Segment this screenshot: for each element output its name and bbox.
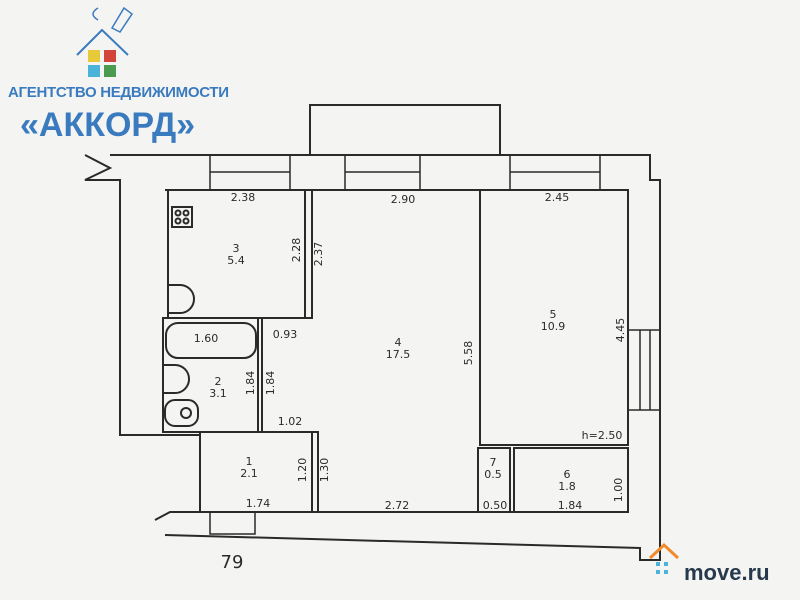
bottom-wall xyxy=(154,511,628,521)
room-4-walls xyxy=(261,190,319,512)
room-area: 2.1 xyxy=(240,467,258,480)
room-number: 2 xyxy=(215,375,222,388)
room-number: 5 xyxy=(550,308,557,321)
left-wall xyxy=(84,154,200,436)
dimension: 2.28 xyxy=(290,238,303,263)
room-2-bathroom xyxy=(162,317,259,433)
outer-wall xyxy=(110,154,661,561)
dimension: 1.20 xyxy=(296,458,309,483)
room-area: 1.8 xyxy=(558,480,576,493)
room-7-closet xyxy=(477,447,511,513)
bathtub-icon xyxy=(165,322,257,359)
room-number: 6 xyxy=(564,468,571,481)
dimension: 2.72 xyxy=(385,499,410,512)
agency-tagline: АГЕНТСТВО НЕДВИЖИМОСТИ xyxy=(8,84,229,101)
ceiling-height: h=2.50 xyxy=(582,429,623,442)
room-5 xyxy=(479,189,629,446)
room-1-hall xyxy=(199,431,313,513)
toilet-icon xyxy=(164,399,199,427)
room-number: 7 xyxy=(490,456,497,469)
dimension: 5.58 xyxy=(462,341,475,366)
washbasin-icon xyxy=(163,364,190,394)
agency-name: «АККОРД» xyxy=(20,106,196,144)
windows xyxy=(209,154,661,535)
room-area: 17.5 xyxy=(386,348,411,361)
move-ru-logo-icon xyxy=(648,542,680,574)
dimension: 2.45 xyxy=(545,191,570,204)
room-number: 4 xyxy=(395,336,402,349)
dimension: 1.02 xyxy=(278,415,303,428)
stove-icon xyxy=(171,206,193,228)
dimension: 2.90 xyxy=(391,193,416,206)
dimension: 2.38 xyxy=(231,191,256,204)
dimension: 1.30 xyxy=(318,458,331,483)
room-area: 0.5 xyxy=(484,468,502,481)
dimension: 1.84 xyxy=(244,371,257,396)
dimension: 0.50 xyxy=(483,499,508,512)
room-number: 3 xyxy=(233,242,240,255)
sink-icon xyxy=(168,284,195,314)
room-6-closet xyxy=(513,447,629,513)
dimension: 0.93 xyxy=(273,328,298,341)
move-ru-watermark: move.ru xyxy=(684,560,770,585)
dimension: 2.37 xyxy=(312,242,325,267)
dimension: 4.45 xyxy=(614,318,627,343)
dimension: 1.84 xyxy=(264,371,277,396)
house-logo-icon xyxy=(76,6,134,77)
dimension: 1.60 xyxy=(194,332,219,345)
dimension: 1.00 xyxy=(612,478,625,503)
apartment-number: 79 xyxy=(221,552,244,573)
balcony xyxy=(309,104,501,156)
room-3-kitchen xyxy=(167,189,306,319)
room-area: 3.1 xyxy=(209,387,227,400)
room-area: 5.4 xyxy=(227,254,245,267)
room-area: 10.9 xyxy=(541,320,566,333)
dimension: 1.84 xyxy=(558,499,583,512)
dimension: 1.74 xyxy=(246,497,271,510)
room-number: 1 xyxy=(246,455,253,468)
